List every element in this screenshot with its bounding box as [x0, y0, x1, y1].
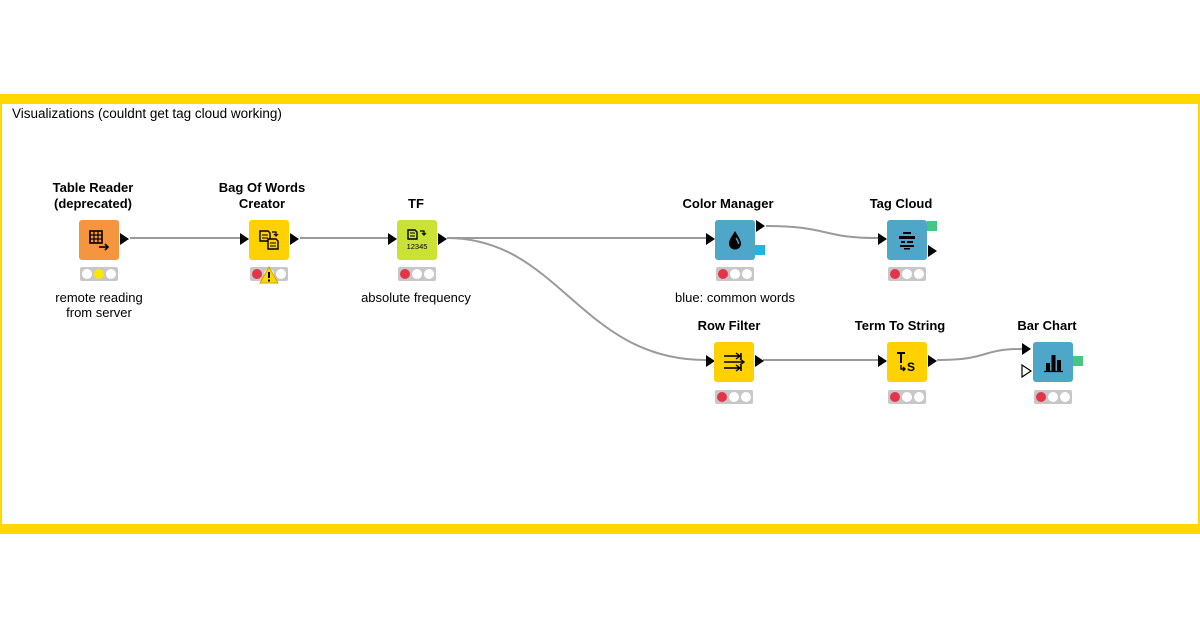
connection-termtostring-barchart [936, 348, 1023, 361]
row-filter-icon [724, 352, 746, 372]
node-title-line: Term To String [854, 318, 946, 333]
input-port-row-filter[interactable] [706, 355, 715, 367]
node-desc-color-manager: blue: common words [675, 290, 795, 305]
node-title-line: Row Filter [697, 318, 761, 333]
status-traffic-light-bar-chart [1034, 390, 1072, 404]
status-traffic-light-color-manager [716, 267, 754, 281]
output-port-tag-cloud-table[interactable] [928, 245, 937, 257]
input-port-term-to-string[interactable] [878, 355, 887, 367]
workflow-annotation[interactable] [0, 94, 1200, 534]
node-title-line: Bar Chart [1017, 318, 1077, 333]
node-desc-tf: absolute frequency [361, 290, 471, 305]
svg-text:12345: 12345 [407, 242, 428, 251]
output-port-color-model[interactable] [755, 245, 765, 255]
color-drop-icon [729, 231, 741, 250]
node-row-filter[interactable] [714, 342, 754, 382]
node-bag-of-words-creator[interactable] [249, 220, 289, 260]
node-bar-chart[interactable] [1033, 342, 1073, 382]
input-port-bar-chart-optional[interactable] [1021, 364, 1033, 378]
input-port-tf[interactable] [388, 233, 397, 245]
output-port-tf[interactable] [438, 233, 447, 245]
tag-cloud-icon [899, 232, 915, 250]
node-title-line: Bag Of Words [218, 180, 306, 195]
node-title-tf: TF [346, 196, 486, 212]
node-title-tag-cloud: Tag Cloud [831, 196, 971, 212]
table-reader-icon [89, 230, 110, 251]
output-port-bow[interactable] [290, 233, 299, 245]
svg-text:S: S [907, 360, 915, 374]
input-port-bar-chart-table[interactable] [1022, 343, 1031, 355]
node-desc-table-reader: remote reading from server [0, 290, 199, 320]
output-port-table-reader[interactable] [120, 233, 129, 245]
input-port-tag-cloud[interactable] [878, 233, 887, 245]
node-title-line: (deprecated) [53, 196, 133, 211]
node-title-bow: Bag Of Words Creator [192, 180, 332, 212]
output-port-color-manager-table[interactable] [756, 220, 765, 232]
node-title-term-to-string: Term To String [830, 318, 970, 334]
status-traffic-light-term-to-string [888, 390, 926, 404]
node-title-line: Color Manager [682, 196, 774, 211]
annotation-label: Visualizations (couldnt get tag cloud wo… [12, 106, 282, 121]
node-title-table-reader: Table Reader (deprecated) [23, 180, 163, 212]
node-title-line: TF [408, 196, 424, 211]
status-traffic-light-tag-cloud [888, 267, 926, 281]
output-port-bar-chart-image[interactable] [1073, 356, 1083, 366]
output-port-term-to-string[interactable] [928, 355, 937, 367]
output-port-tag-cloud-image[interactable] [927, 221, 937, 231]
bag-of-words-icon [259, 230, 279, 250]
bar-chart-icon [1044, 355, 1063, 373]
status-traffic-light-tf [398, 267, 436, 281]
node-desc-line: from server [66, 305, 132, 320]
node-title-line: Creator [238, 196, 286, 211]
node-term-to-string[interactable]: S [887, 342, 927, 382]
node-title-bar-chart: Bar Chart [977, 318, 1117, 334]
term-to-string-icon: S [897, 352, 915, 374]
node-title-row-filter: Row Filter [659, 318, 799, 334]
status-traffic-light-table-reader [80, 267, 118, 281]
node-tag-cloud[interactable] [887, 220, 927, 260]
node-desc-line: remote reading [55, 290, 143, 305]
connection-tf-rowfilter [446, 237, 707, 361]
tf-icon: 12345 [407, 229, 428, 251]
node-title-line: Tag Cloud [869, 196, 933, 211]
node-tf[interactable]: 12345 [397, 220, 437, 260]
input-port-color-manager[interactable] [706, 233, 715, 245]
node-color-manager[interactable] [715, 220, 755, 260]
status-traffic-light-row-filter [715, 390, 753, 404]
output-port-row-filter[interactable] [755, 355, 764, 367]
node-table-reader[interactable] [79, 220, 119, 260]
warning-icon[interactable] [259, 266, 279, 284]
connection-colormanager-tagcloud [765, 225, 879, 239]
input-port-bow[interactable] [240, 233, 249, 245]
node-title-line: Table Reader [52, 180, 134, 195]
node-title-color-manager: Color Manager [658, 196, 798, 212]
